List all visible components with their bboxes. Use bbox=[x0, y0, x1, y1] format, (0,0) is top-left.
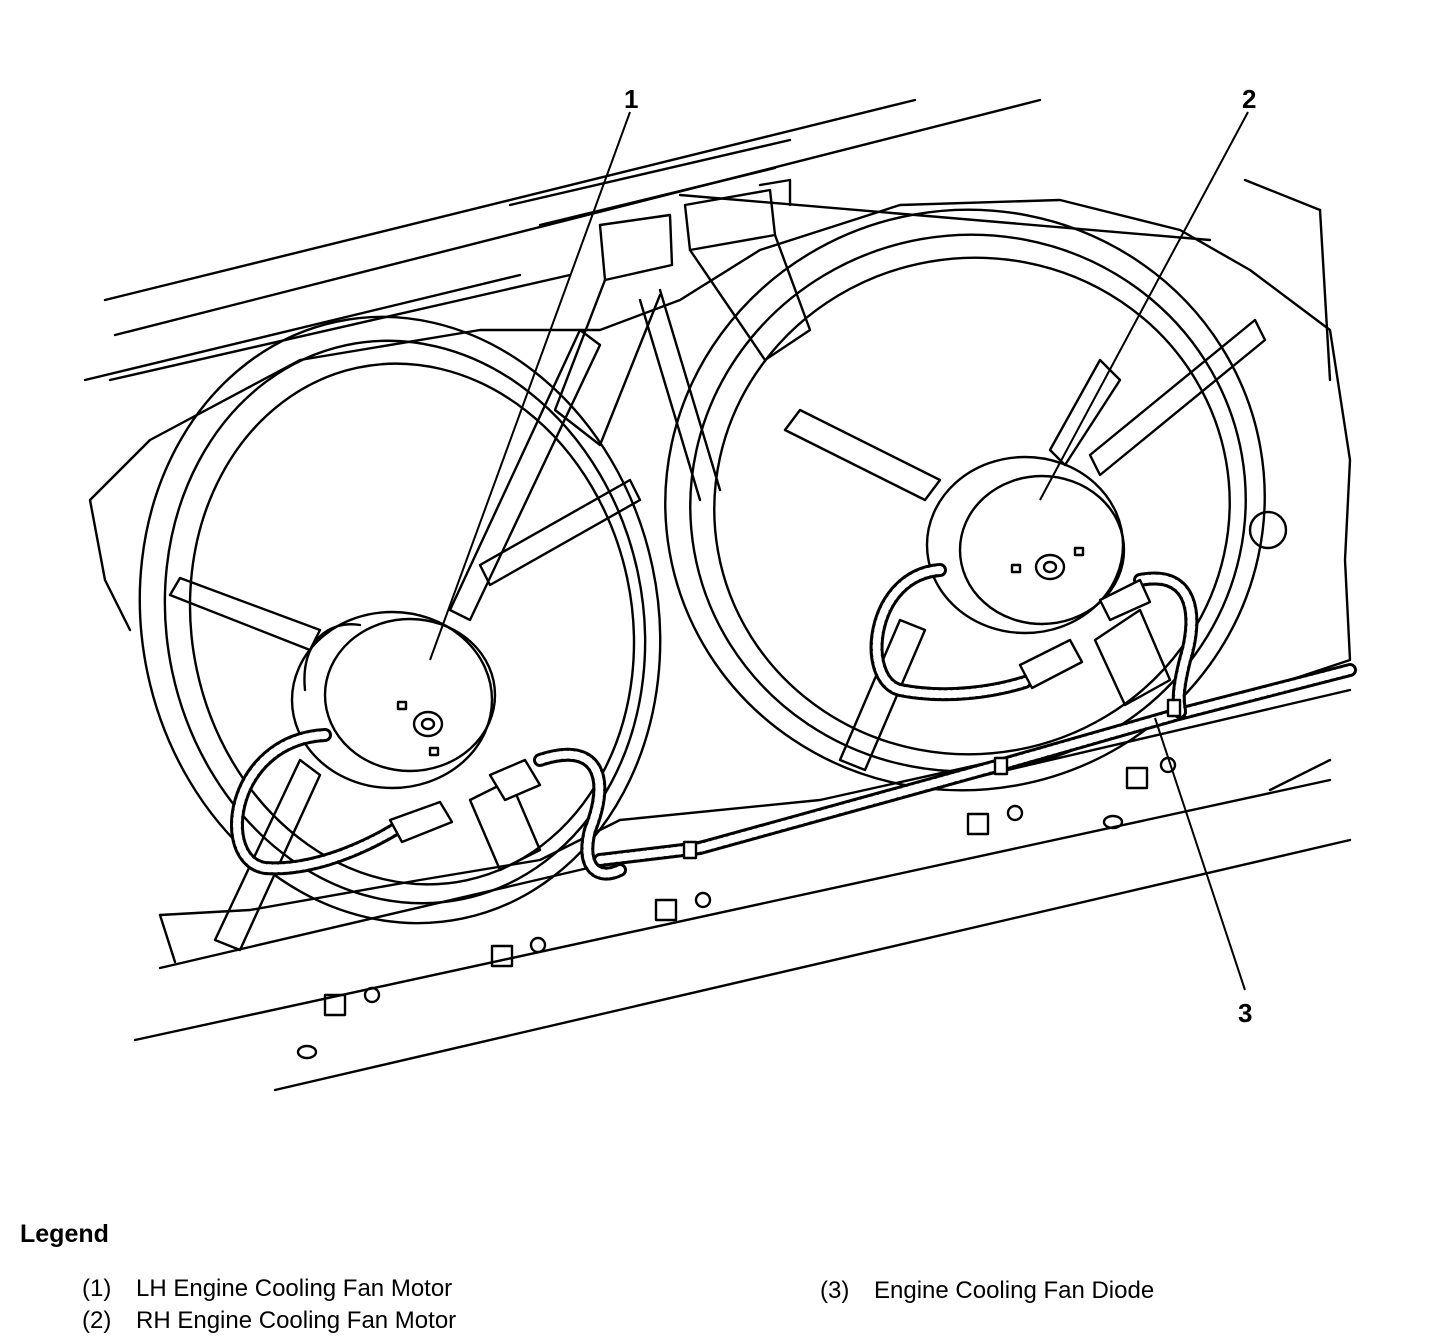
left-fan-ring bbox=[138, 315, 662, 925]
right-fan-spokes bbox=[783, 318, 1267, 772]
legend-item-2: (2) RH Engine Cooling Fan Motor bbox=[82, 1307, 456, 1335]
left-motor bbox=[290, 610, 497, 790]
legend-title: Legend bbox=[20, 1220, 109, 1248]
legend-item-number: (1) bbox=[82, 1275, 112, 1302]
leader-line-3 bbox=[1154, 717, 1246, 991]
right-fan-ring bbox=[664, 208, 1266, 792]
leader-line-1 bbox=[429, 111, 631, 661]
legend-item-3: (3) Engine Cooling Fan Diode bbox=[820, 1277, 1154, 1305]
center-brackets bbox=[553, 178, 812, 502]
callout-2: 2 bbox=[1242, 84, 1256, 114]
legend-item-1: (1) LH Engine Cooling Fan Motor bbox=[82, 1275, 452, 1303]
legend-item-label: Engine Cooling Fan Diode bbox=[874, 1277, 1155, 1304]
upper-support bbox=[83, 98, 1332, 382]
connectors bbox=[388, 578, 1182, 860]
leader-line-2 bbox=[1039, 111, 1249, 501]
leader-lines bbox=[429, 111, 1249, 991]
legend-item-number: (3) bbox=[820, 1277, 850, 1304]
legend-item-label: RH Engine Cooling Fan Motor bbox=[136, 1307, 457, 1334]
callout-3: 3 bbox=[1238, 998, 1252, 1028]
lower-support-panel bbox=[133, 510, 1352, 1092]
callout-1: 1 bbox=[624, 84, 638, 114]
right-motor bbox=[925, 455, 1126, 635]
legend-item-label: LH Engine Cooling Fan Motor bbox=[136, 1275, 453, 1302]
legend-item-number: (2) bbox=[82, 1307, 112, 1334]
